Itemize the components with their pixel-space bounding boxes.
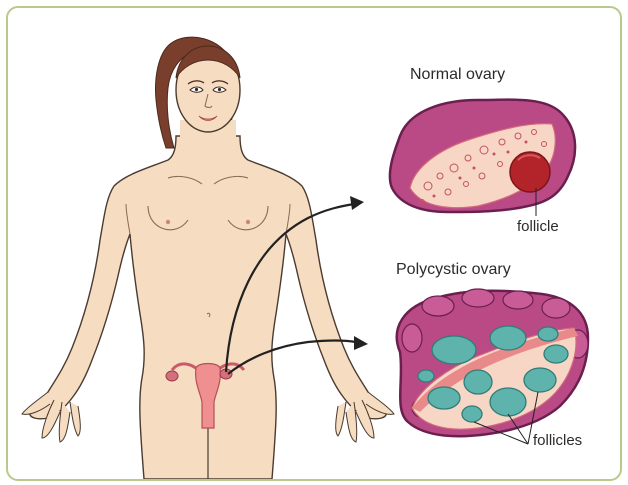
dominant-follicle xyxy=(510,152,550,192)
illustration-frame: Normal ovary follicle Polycystic ovary f… xyxy=(6,6,622,481)
normal-ovary-label: Normal ovary xyxy=(410,66,505,84)
follicle-label: follicle xyxy=(517,218,559,235)
polycystic-ovary-diagram xyxy=(397,289,588,444)
left-ovary-small xyxy=(166,371,178,381)
illustration-canvas xyxy=(8,8,620,479)
polycystic-ovary-label: Polycystic ovary xyxy=(396,261,511,279)
follicles-label: follicles xyxy=(533,432,582,449)
normal-ovary-diagram xyxy=(390,100,575,216)
